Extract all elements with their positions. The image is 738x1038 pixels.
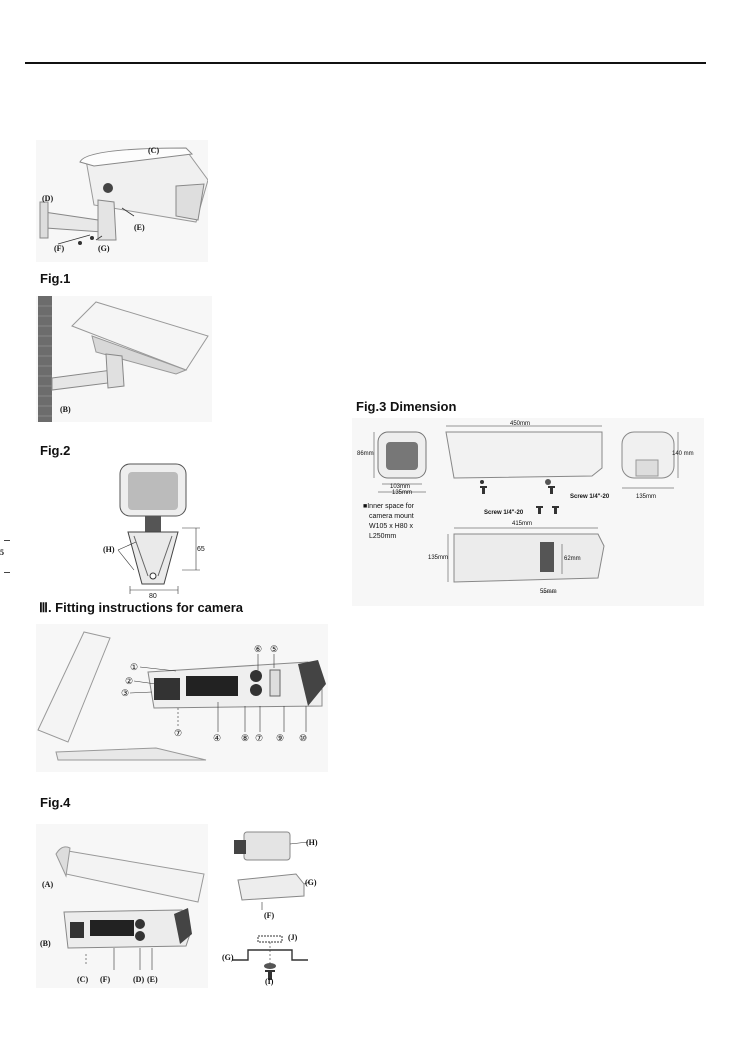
fig4-label-h: (H) <box>306 838 318 847</box>
fig3-dim-bottom-length: 415mm <box>512 521 533 527</box>
fig3-dim-rear-height: 140 mm <box>672 451 694 457</box>
camera-plate-parts-illustration <box>232 831 311 980</box>
note-line: ■Inner space for <box>363 503 414 510</box>
fig1-label-f: (F) <box>54 244 65 253</box>
fig4-callout-7b: ⑦ <box>255 733 264 743</box>
housing-with-bracket-illustration <box>39 147 209 245</box>
note-line: camera mount <box>369 513 414 520</box>
margin-tick <box>4 540 10 541</box>
fig4-label-c: (C) <box>77 975 89 984</box>
fig3-dim-front-height: 86mm <box>357 451 374 457</box>
housing-exploded-illustration <box>55 846 205 970</box>
fig3-dim-rear-width: 135mm <box>636 494 657 500</box>
fig4-label-f: (F) <box>100 975 111 984</box>
fig4-callout-3: ③ <box>121 688 130 698</box>
camera-plate-assembly-illustration <box>37 631 326 761</box>
fig2-label-h: (H) <box>103 545 115 554</box>
fig3-caption: Fig.3 Dimension <box>356 399 457 414</box>
bracket-front-view-illustration <box>117 463 200 594</box>
fig4-exploded-photo <box>36 824 208 988</box>
margin-mark: 5 <box>0 548 4 557</box>
fig1-label-c: (C) <box>148 146 160 155</box>
fig3-dimension-drawing <box>352 418 704 606</box>
fig4-callout-10: ⑩ <box>299 733 308 743</box>
fig2-bracket-drawing <box>100 458 210 594</box>
note-line: L250mm <box>369 533 397 540</box>
fig2-dim-width: 80 <box>149 593 157 600</box>
fig3-screw-label: Screw 1/4"-20 <box>570 494 610 500</box>
fig2-photo <box>36 296 212 422</box>
fig4-label-j: (J) <box>288 933 298 942</box>
fig2-dim-height: 65 <box>197 546 205 553</box>
fig2-caption: Fig.2 <box>40 443 71 458</box>
fig2-label-b: (B) <box>60 405 71 414</box>
fig3-dim-front-outer-width: 135mm <box>392 490 413 496</box>
fig3-dim-bottom-slot: 62mm <box>564 556 581 562</box>
fig4-callout-2: ② <box>125 676 134 686</box>
wall-mounted-housing-illustration <box>38 296 209 422</box>
fig4-callout-8: ⑧ <box>241 733 250 743</box>
note-line: W105 x H80 x <box>369 523 413 530</box>
fig4-label-f-part: (F) <box>264 911 275 920</box>
fig3-dim-bottom-offset: 55mm <box>540 589 557 595</box>
fig4-assembly-photo <box>36 624 328 772</box>
fig3-dim-front-inner-width: 103mm <box>390 484 411 490</box>
fig4-callout-5: ⑤ <box>270 644 279 654</box>
fig4-callout-1: ① <box>130 662 139 672</box>
fig4-label-e: (E) <box>147 975 158 984</box>
fig4-label-d: (D) <box>133 975 145 984</box>
section-heading: Ⅲ. Fitting instructions for camera <box>39 600 243 615</box>
fig4-callout-9: ⑨ <box>276 733 285 743</box>
fig1-label-e: (E) <box>134 223 145 232</box>
fig1-label-g: (G) <box>98 244 110 253</box>
fig1-caption: Fig.1 <box>40 271 71 286</box>
fig1-photo <box>36 140 209 262</box>
fig3-dim-bottom-width: 135mm <box>428 555 449 561</box>
fig3-dim-length: 450mm <box>510 421 531 427</box>
fig4-callout-6: ⑥ <box>254 644 263 654</box>
margin-tick <box>4 572 10 573</box>
fig4-callout-7: ⑦ <box>174 728 183 738</box>
fig4-label-i: (I) <box>265 977 274 986</box>
fig4-callout-4: ④ <box>213 733 222 743</box>
header-rule <box>25 62 706 64</box>
fig4-caption: Fig.4 <box>40 795 71 810</box>
housing-dimension-illustration <box>373 425 679 593</box>
fig4-label-g-section: (G) <box>222 953 234 962</box>
fig4-parts-drawing <box>218 826 328 990</box>
fig4-label-a: (A) <box>42 880 54 889</box>
fig3-screw-label: Screw 1/4"-20 <box>484 510 524 516</box>
fig4-label-g: (G) <box>305 878 317 887</box>
fig1-label-d: (D) <box>42 194 54 203</box>
fig4-label-b: (B) <box>40 939 51 948</box>
fig3-inner-space-note: ■Inner space for camera mount W105 x H80… <box>363 502 414 542</box>
